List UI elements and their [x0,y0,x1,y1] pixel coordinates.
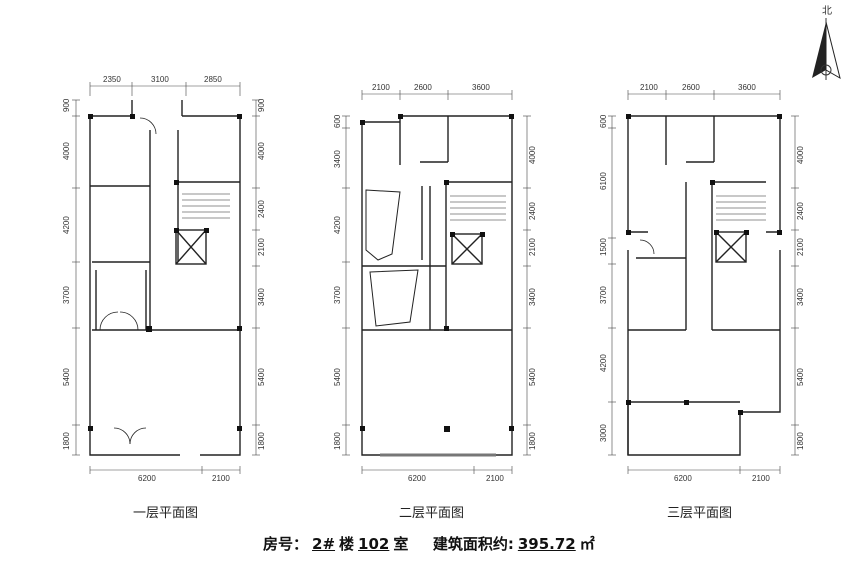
plan1-top-dim-1: 2350 [103,75,121,84]
plan2-left-dim-3: 4200 [333,216,342,234]
plan2-right-dim-3: 2100 [528,238,537,256]
plan3-columns [626,114,782,415]
plan3-right-dim-1: 4000 [796,146,805,164]
plan2-right-dim-6: 1800 [528,432,537,450]
plan1-right-dim-2: 4000 [257,142,266,160]
plan2-left-dim-5: 5400 [333,368,342,386]
plan2-left-dim-6: 1800 [333,432,342,450]
plan3-dimensions: 2100 2600 3600 600 6100 1500 3700 4200 3… [599,83,805,483]
room-number: 102 [358,535,390,553]
plan3-left-dim-4: 3700 [599,286,608,304]
plan1-left-dim-1: 900 [62,98,71,112]
plan2-bottom-dim-2: 2100 [486,474,504,483]
plan1-left-dim-3: 4200 [62,216,71,234]
plan2-top-dim-3: 3600 [472,83,490,92]
plan2-left-dim-2: 3400 [333,150,342,168]
plan3-walls [627,115,781,456]
plan1-right-dim-4: 2100 [257,238,266,256]
plan3-caption: 三层平面图 [667,506,733,521]
plan1-bottom-dim-2: 2100 [212,474,230,483]
plan2-columns [360,114,514,432]
north-label: 北 [822,5,832,17]
plan3-left-dim-3: 1500 [599,238,608,256]
plan2-right-dim-2: 2400 [528,202,537,220]
plan2-right-dim-4: 3400 [528,288,537,306]
plan2-left-dim-1: 600 [333,114,342,128]
plan1-dimensions: 2350 3100 2850 900 4000 4200 3700 5400 1… [62,75,266,483]
plan3-bottom-dim-2: 2100 [752,474,770,483]
plan3-bottom-dim-1: 6200 [674,474,692,483]
plan2-dimensions: 2100 2600 3600 600 3400 4200 3700 5400 1… [333,83,537,483]
plan-floor-3: 2100 2600 3600 600 6100 1500 3700 4200 3… [599,83,805,483]
plan1-right-dim-5: 3400 [257,288,266,306]
building-number: 2# [312,535,336,553]
plan1-left-dim-2: 4000 [62,142,71,160]
plan2-top-dim-1: 2100 [372,83,390,92]
plan1-right-dim-3: 2400 [257,200,266,218]
plan1-left-dim-6: 1800 [62,432,71,450]
plan3-top-dim-3: 3600 [738,83,756,92]
plan1-left-dim-4: 3700 [62,286,71,304]
plan3-right-dim-3: 2100 [796,238,805,256]
plan2-left-dim-4: 3700 [333,286,342,304]
plan3-right-dim-4: 3400 [796,288,805,306]
area-unit: ㎡ [579,535,595,553]
plan-floor-1: 2350 3100 2850 900 4000 4200 3700 5400 1… [62,75,266,483]
plan2-bottom-dim-1: 6200 [408,474,426,483]
plan1-top-dim-2: 3100 [151,75,169,84]
plan1-walls [89,100,241,456]
plan2-caption: 二层平面图 [399,506,465,521]
building-suffix: 楼 [339,535,355,553]
plan2-top-dim-2: 2600 [414,83,432,92]
plan1-bottom-dim-1: 6200 [138,474,156,483]
plan3-right-dim-5: 5400 [796,368,805,386]
plan1-top-dim-3: 2850 [204,75,222,84]
plan3-right-dim-2: 2400 [796,202,805,220]
plan3-left-dim-5: 4200 [599,354,608,372]
north-compass-icon: 北 [812,5,841,80]
plan2-walls [361,115,513,457]
plan1-right-dim-1: 900 [257,98,266,112]
area-value: 395.72 [517,535,576,553]
plan3-left-dim-1: 600 [599,114,608,128]
plan1-left-dim-5: 5400 [62,368,71,386]
plan1-right-dim-6: 5400 [257,368,266,386]
plan3-left-dim-2: 6100 [599,172,608,190]
room-label: 房号： [263,535,309,553]
area-label: 建筑面积约: [432,535,514,553]
plan1-caption: 一层平面图 [133,506,199,521]
plan3-top-dim-1: 2100 [640,83,658,92]
plan-floor-2: 2100 2600 3600 600 3400 4200 3700 5400 1… [333,83,537,483]
plan1-right-dim-7: 1800 [257,432,266,450]
room-suffix: 室 [393,535,409,553]
plan3-right-dim-6: 1800 [796,432,805,450]
plan2-right-dim-1: 4000 [528,146,537,164]
plan3-left-dim-6: 3000 [599,424,608,442]
plan3-top-dim-2: 2600 [682,83,700,92]
plan2-right-dim-5: 5400 [528,368,537,386]
plan1-columns [88,114,242,431]
